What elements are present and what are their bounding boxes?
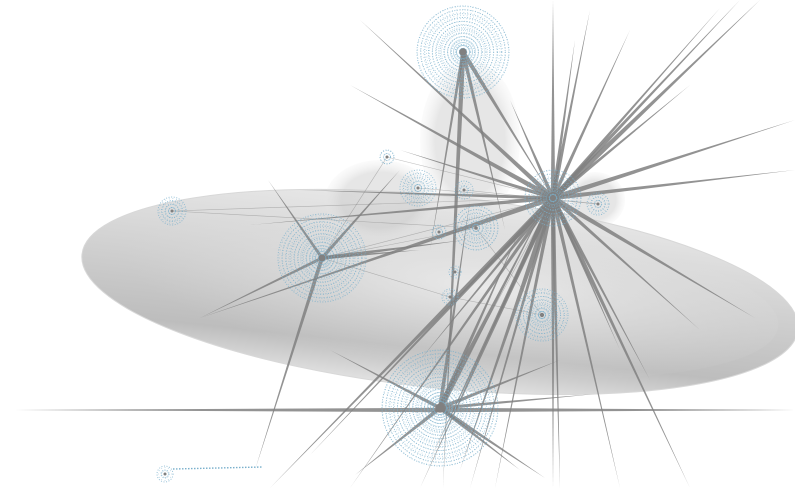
edge-spike [200, 256, 323, 318]
network-node-hub-l [431, 224, 447, 240]
edge-spike [300, 190, 554, 200]
edge-line [321, 197, 554, 259]
edge-spike [551, 197, 620, 488]
edge-spike [350, 85, 555, 201]
edge-spike [460, 197, 556, 470]
edge-spike [320, 170, 400, 260]
edge-spike [551, 40, 575, 199]
mid-halo [325, 160, 435, 240]
edge-spike [437, 230, 520, 409]
edge-spike [15, 407, 440, 413]
edge-spike [439, 394, 595, 410]
edge-spike [438, 406, 545, 478]
edge-spike [551, 30, 630, 199]
edge-spike [551, 197, 650, 380]
network-node-hub-k [441, 288, 459, 306]
edge-line [171, 210, 477, 229]
edge-spike [551, 8, 720, 200]
edge-spike [550, 0, 760, 201]
edge-spike [552, 120, 795, 201]
edge-spike [268, 180, 324, 259]
network-node-hub-d [416, 5, 510, 99]
edge-spike [430, 51, 465, 251]
edge-spike [440, 407, 795, 413]
edge-line [321, 257, 451, 298]
edge-line [171, 197, 554, 212]
edge-line [386, 156, 554, 199]
edge-spike [551, 197, 620, 350]
network-node-hub-b [381, 349, 499, 467]
edge-spike [551, 195, 755, 318]
edge-spike [200, 195, 554, 318]
network-node-hub-a [524, 169, 582, 227]
network-node-hub-m [379, 149, 395, 165]
edge-spike [250, 196, 554, 225]
edge-spike [461, 50, 553, 198]
network-node-hub-i [586, 192, 610, 216]
edge-spike [551, 0, 740, 200]
edge-line [321, 227, 477, 259]
network-node-hub-o [448, 265, 462, 279]
edge-line [449, 296, 543, 316]
edge-spike [310, 196, 555, 455]
edge-spike [495, 197, 555, 488]
network-node-hub-h [157, 196, 187, 226]
node-tail [172, 466, 263, 470]
network-node-hub-n [156, 465, 174, 483]
node-layer [156, 5, 610, 483]
edge-spike [552, 170, 795, 201]
halo-layer [81, 60, 795, 396]
edge-spike [430, 197, 556, 460]
edge-line [475, 227, 543, 316]
edge-spike [443, 51, 466, 488]
edge-line [321, 156, 388, 259]
network-node-hub-g [399, 169, 437, 207]
edge-line [417, 187, 599, 205]
network-node-hub-f [453, 205, 499, 251]
edge-spike [400, 150, 554, 200]
edge-spike [550, 0, 556, 198]
network-node-hub-j [454, 180, 474, 200]
network-node-hub-c [277, 213, 367, 303]
edge-line [463, 189, 599, 205]
edge-spike [551, 196, 700, 330]
large-disc-inner [121, 205, 779, 379]
edge-spike [510, 100, 555, 199]
edge-spike [360, 20, 555, 200]
network-node-hub-e [515, 288, 569, 342]
edge-spike [355, 406, 442, 475]
edge-spike [439, 360, 560, 410]
edge-spike [255, 257, 324, 470]
edge-spike [437, 200, 548, 410]
edge-spike [551, 198, 560, 488]
edge-spike [551, 85, 690, 200]
